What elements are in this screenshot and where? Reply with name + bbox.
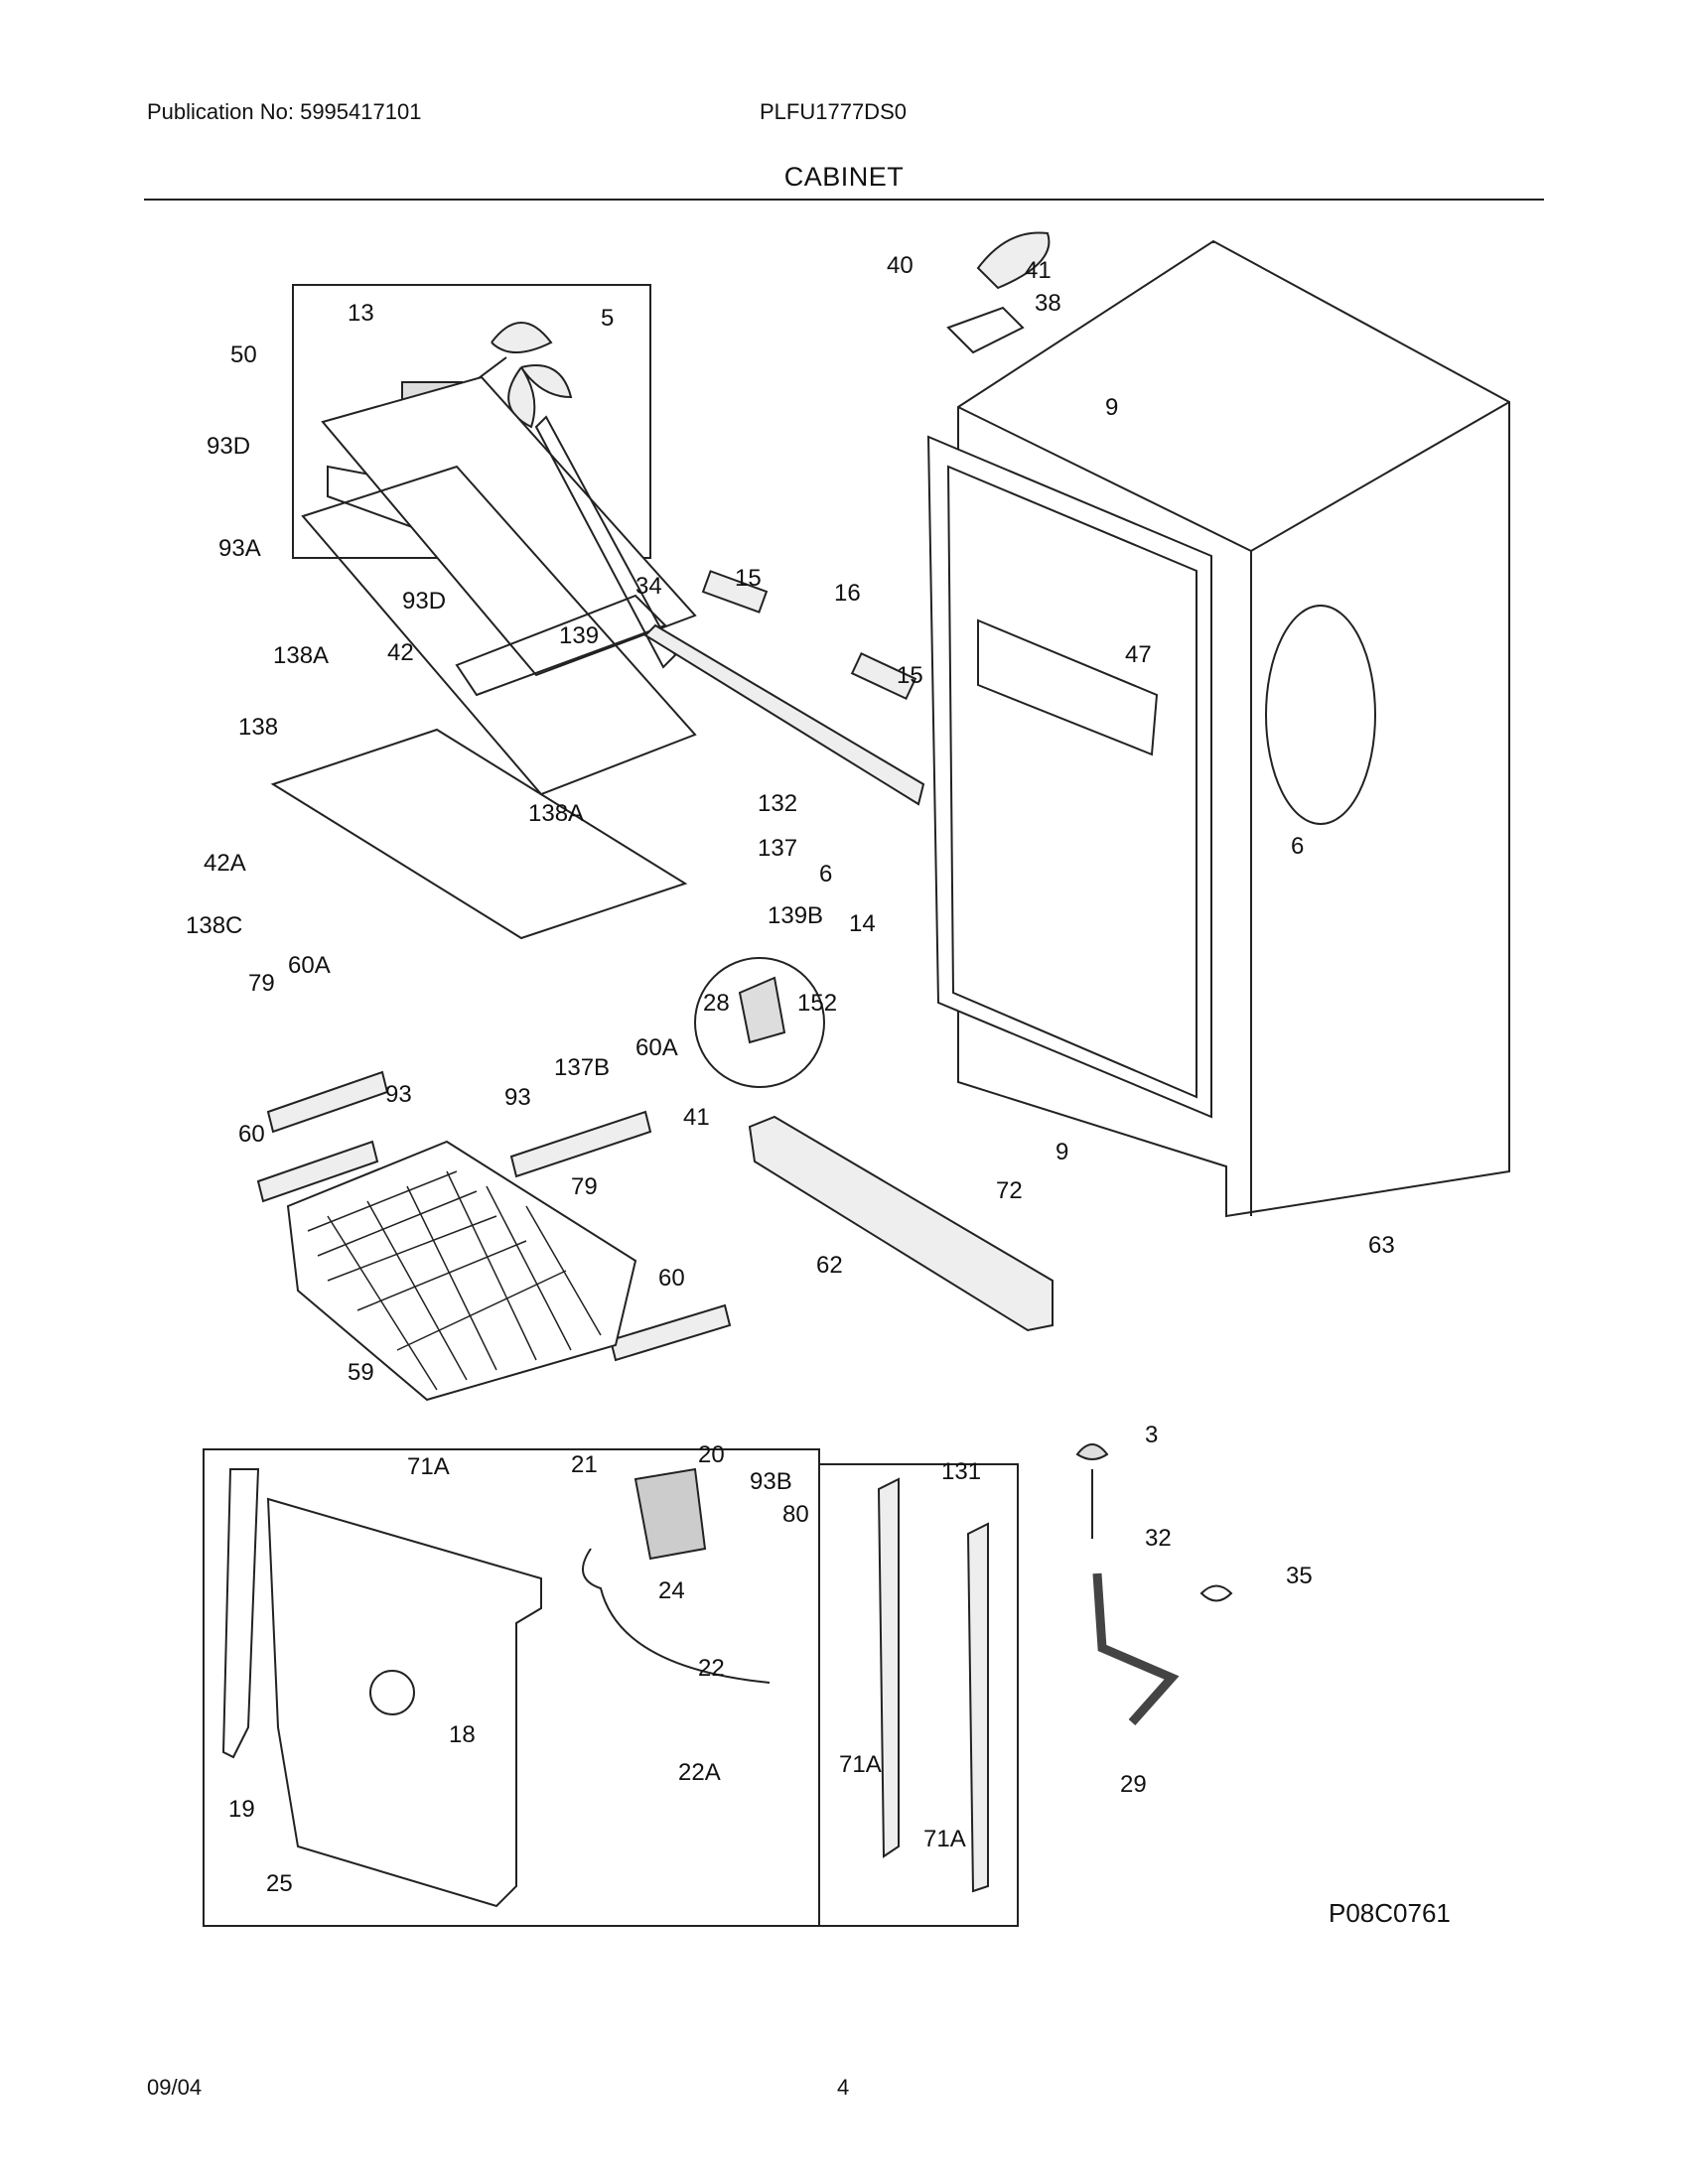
part-label: 93 [385, 1081, 412, 1108]
part-label: 60A [288, 952, 331, 979]
part-label: 28 [703, 990, 730, 1017]
part-label: 72 [996, 1177, 1023, 1204]
part-label: 60A [635, 1034, 678, 1061]
part-label: 6 [819, 861, 832, 887]
part-label: 40 [887, 252, 914, 279]
part-label: 71A [923, 1826, 966, 1852]
part-label: 42A [204, 850, 246, 877]
header-rule [144, 199, 1544, 201]
part-label: 62 [816, 1252, 843, 1279]
model-number: PLFU1777DS0 [760, 99, 907, 124]
rail-box [818, 1463, 1019, 1927]
part-label: 38 [1035, 290, 1061, 317]
part-label: 13 [348, 300, 374, 327]
part-label: 138A [528, 800, 584, 827]
part-label: 15 [735, 565, 762, 592]
footer-date: 09/04 [147, 2075, 203, 2100]
part-label: 93D [207, 433, 250, 460]
publication-number: Publication No: 5995417101 [147, 99, 422, 124]
footer-page-number: 4 [837, 2075, 850, 2100]
part-label: 93B [750, 1468, 792, 1495]
diagram-code: P08C0761 [1329, 1898, 1451, 1928]
part-label: 5 [601, 305, 614, 332]
part-label: 137B [554, 1054, 610, 1081]
part-label: 9 [1055, 1139, 1068, 1165]
part-label: 80 [782, 1501, 809, 1528]
part-label: 21 [571, 1451, 598, 1478]
part-label: 32 [1145, 1525, 1172, 1552]
part-label: 138A [273, 642, 329, 669]
part-label: 19 [228, 1796, 255, 1823]
part-label: 24 [658, 1577, 685, 1604]
section-title: CABINET [783, 162, 905, 192]
part-label: 139B [768, 902, 823, 929]
part-label: 71A [407, 1453, 450, 1480]
part-label: 15 [897, 662, 923, 689]
part-label: 71A [839, 1751, 882, 1778]
kick-plate [748, 1115, 1054, 1332]
part-label: 42 [387, 639, 414, 666]
part-label: 34 [635, 573, 662, 600]
part-label: 79 [248, 970, 275, 997]
part-label: 60 [658, 1265, 685, 1292]
part-label: 138C [186, 912, 242, 939]
part-label: 63 [1368, 1232, 1395, 1259]
part-label: 79 [571, 1173, 598, 1200]
wire-basket [286, 1140, 637, 1402]
part-label: 14 [849, 910, 876, 937]
part-label: 3 [1145, 1422, 1158, 1448]
part-label: 137 [758, 835, 797, 862]
part-label: 138 [238, 714, 278, 741]
part-label: 35 [1286, 1563, 1313, 1589]
part-label: 132 [758, 790, 797, 817]
part-label: 41 [683, 1104, 710, 1131]
part-label: 6 [1291, 833, 1304, 860]
part-label: 25 [266, 1870, 293, 1897]
part-label: 131 [941, 1458, 981, 1485]
part-label: 59 [348, 1359, 374, 1386]
part-label: 18 [449, 1721, 476, 1748]
part-label: 50 [230, 341, 257, 368]
part-label: 41 [1025, 257, 1052, 284]
part-label: 93 [504, 1084, 531, 1111]
part-label: 16 [834, 580, 861, 607]
part-label: 47 [1125, 641, 1152, 668]
part-label: 20 [698, 1441, 725, 1468]
part-label: 29 [1120, 1771, 1147, 1798]
part-label: 60 [238, 1121, 265, 1148]
part-label: 93A [218, 535, 261, 562]
part-label: 22 [698, 1655, 725, 1682]
part-label: 152 [797, 990, 837, 1017]
part-label: 139 [559, 622, 599, 649]
part-label: 22A [678, 1759, 721, 1786]
part-label: 9 [1105, 394, 1118, 421]
part-label: 93D [402, 588, 446, 614]
